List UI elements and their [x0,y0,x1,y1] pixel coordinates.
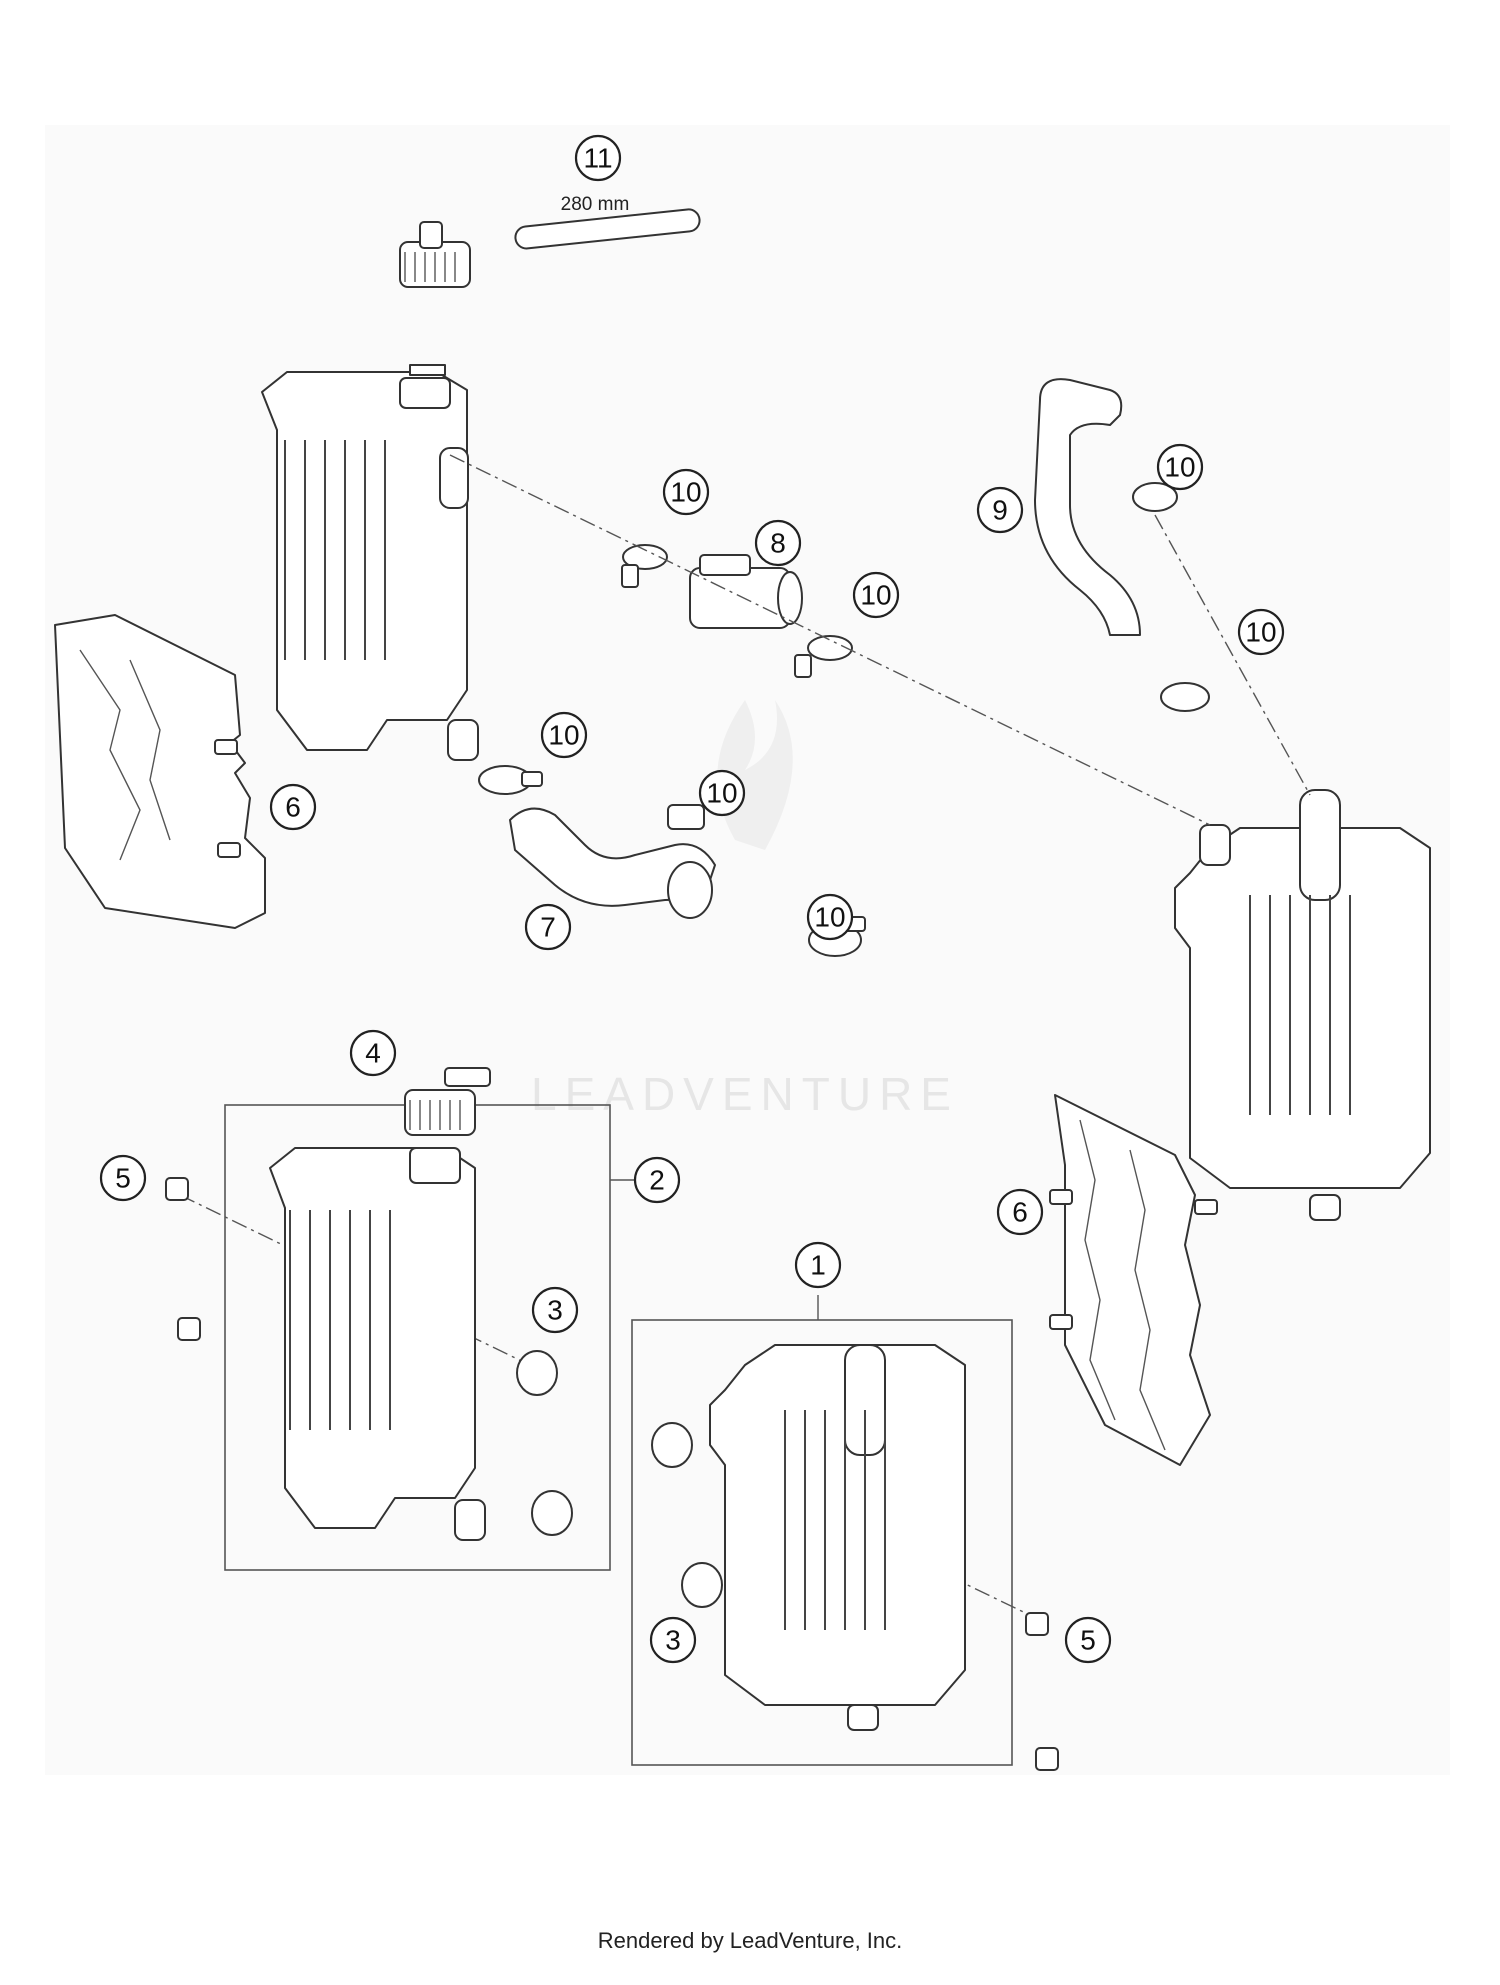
callout-9: 9 [976,486,1024,534]
callout-3-box-1: 3 [649,1616,697,1664]
svg-text:3: 3 [547,1295,563,1326]
svg-text:1: 1 [810,1250,826,1281]
svg-text:10: 10 [548,720,579,751]
radiator-assembly-1 [709,1344,966,1731]
clamp-upper-right [1132,482,1210,712]
grommets-box-1 [651,1422,723,1608]
svg-text:10: 10 [670,477,701,508]
svg-text:11: 11 [583,143,612,174]
svg-text:8: 8 [770,528,786,559]
callout-11: 11 [574,134,622,182]
radiator-assembly-2 [269,1147,486,1541]
svg-text:10: 10 [1164,452,1195,483]
callout-1: 1 [794,1241,842,1289]
svg-text:2: 2 [649,1165,665,1196]
radiator-guard-right [1049,1094,1218,1466]
clamps-center [621,544,853,678]
svg-text:9: 9 [992,495,1008,526]
watermark-text: LEADVENTURE [531,1068,959,1120]
callout-7: 7 [524,903,572,951]
callout-6-left: 6 [269,783,317,831]
callout-10-lower-middle: 10 [698,769,746,817]
callout-5-left: 5 [99,1154,147,1202]
svg-text:6: 6 [285,792,301,823]
filler-cap-4 [404,1067,491,1136]
svg-text:10: 10 [1245,617,1276,648]
radiator-upper-right [1174,789,1431,1221]
svg-text:3: 3 [665,1625,681,1656]
filler-cap-top [399,221,471,288]
callout-3-box-2: 3 [531,1286,579,1334]
hose-length-label: 280 mm [561,194,630,215]
screws-left [165,1177,201,1341]
svg-text:10: 10 [706,778,737,809]
callout-10-lower-right: 10 [806,893,854,941]
callout-10-center-right: 10 [852,571,900,619]
svg-text:10: 10 [814,902,845,933]
screws-right [1025,1612,1059,1771]
callout-6-right: 6 [996,1188,1044,1236]
render-credit-footer: Rendered by LeadVenture, Inc. [597,1928,903,1953]
svg-text:7: 7 [540,912,556,943]
thermostat-housing-8 [689,554,803,629]
callout-4: 4 [349,1029,397,1077]
svg-text:5: 5 [1080,1625,1096,1656]
svg-text:5: 5 [115,1163,131,1194]
callout-10-lower-left: 10 [540,711,588,759]
callout-10-right: 10 [1237,608,1285,656]
watermark: LEADVENTURE [531,700,959,1120]
callout-10-top-right: 10 [1156,443,1204,491]
callout-10-top-center: 10 [662,468,710,516]
assembly-box-1 [631,1319,1013,1766]
callout-5-right: 5 [1064,1616,1112,1664]
watermark-flame-icon [717,700,793,850]
hose-11: 280 mm [514,194,701,250]
hose-9 [1034,378,1141,636]
callout-8: 8 [754,519,802,567]
radiator-upper-left [261,364,479,761]
hose-7 [509,807,716,919]
svg-text:6: 6 [1012,1197,1028,1228]
svg-text:10: 10 [860,580,891,611]
svg-text:4: 4 [365,1038,381,1069]
grommets-box-2 [516,1350,573,1536]
callout-2: 2 [633,1156,681,1204]
radiator-guard-left [54,614,266,929]
